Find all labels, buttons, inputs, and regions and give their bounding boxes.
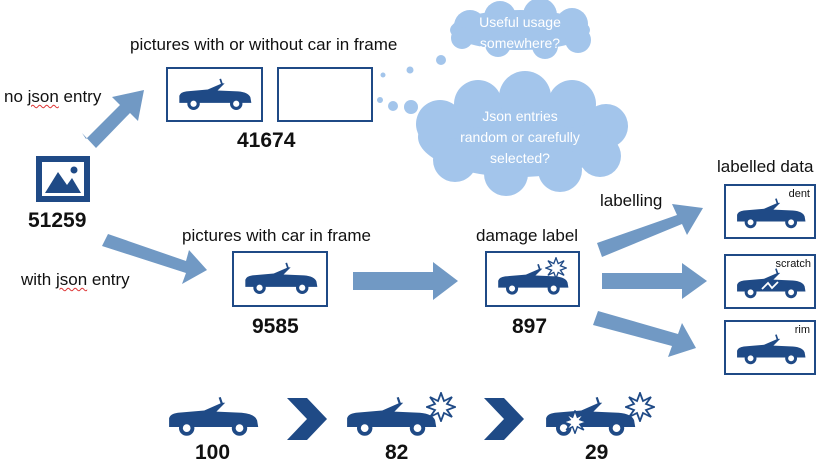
group-any-title: pictures with or without car in frame: [130, 35, 398, 54]
frame-labelled-scratch: scratch: [724, 254, 816, 309]
frame-labelled-rim: rim: [724, 320, 816, 375]
cloud-useful-usage: [450, 0, 591, 59]
frame-damaged-car: [485, 251, 580, 307]
arrow-to-damage: [353, 262, 458, 300]
tag-rim: rim: [794, 324, 810, 336]
damage-burst-icon: [563, 410, 587, 434]
frame-car: [166, 67, 263, 122]
tag-dent: dent: [788, 188, 810, 200]
scratch-mark-icon: [761, 281, 779, 290]
frame-car-in-frame: [232, 251, 328, 307]
arrow-no-json: [82, 90, 144, 148]
group-any-count: 41674: [237, 129, 296, 152]
cloud-json-entries: [416, 71, 628, 196]
group-damage-title: damage label: [476, 226, 579, 245]
frame-labelled-dent: dent: [724, 184, 816, 239]
car-icon: [244, 261, 319, 295]
arrow-to-scratch: [602, 263, 707, 299]
arrow-to-rim: [593, 311, 696, 357]
source-image-icon: [36, 156, 90, 202]
source-count: 51259: [28, 209, 87, 232]
damage-burst-icon: [625, 392, 655, 422]
damaged-car-icon: [497, 257, 570, 296]
funnel-chevron-2: [484, 398, 524, 440]
funnel-count-2: 82: [385, 441, 409, 464]
tag-scratch: scratch: [775, 258, 811, 270]
image-icon: [42, 162, 84, 196]
funnel-chevron-1: [287, 398, 327, 440]
arrow-to-dent: [597, 204, 703, 257]
group-car-count: 9585: [252, 315, 299, 338]
labelled-title: labelled data: [717, 157, 814, 176]
label-with-json-entry: with json entry: [21, 270, 130, 289]
label-no-json-entry: no json entry: [4, 87, 102, 106]
funnel-count-1: 100: [195, 441, 231, 464]
car-icon: [178, 77, 253, 111]
arrow-with-json: [102, 234, 207, 284]
group-damage-count: 897: [512, 315, 548, 338]
group-car-title: pictures with car in frame: [182, 226, 371, 245]
funnel-count-3: 29: [585, 441, 609, 464]
funnel-car-plain: [167, 396, 260, 437]
damage-burst-icon: [545, 257, 567, 279]
funnel-car-damaged: [345, 392, 456, 437]
frame-empty: [277, 67, 373, 122]
funnel-car-double-damaged: [544, 392, 655, 437]
scratched-car-icon: [736, 267, 807, 300]
labelling-label: labelling: [600, 191, 663, 210]
cloud-useful-text: Useful usage somewhere?: [479, 14, 561, 51]
cloud-json-text: Json entries random or carefully selecte…: [460, 108, 580, 166]
damage-burst-icon: [426, 392, 456, 422]
